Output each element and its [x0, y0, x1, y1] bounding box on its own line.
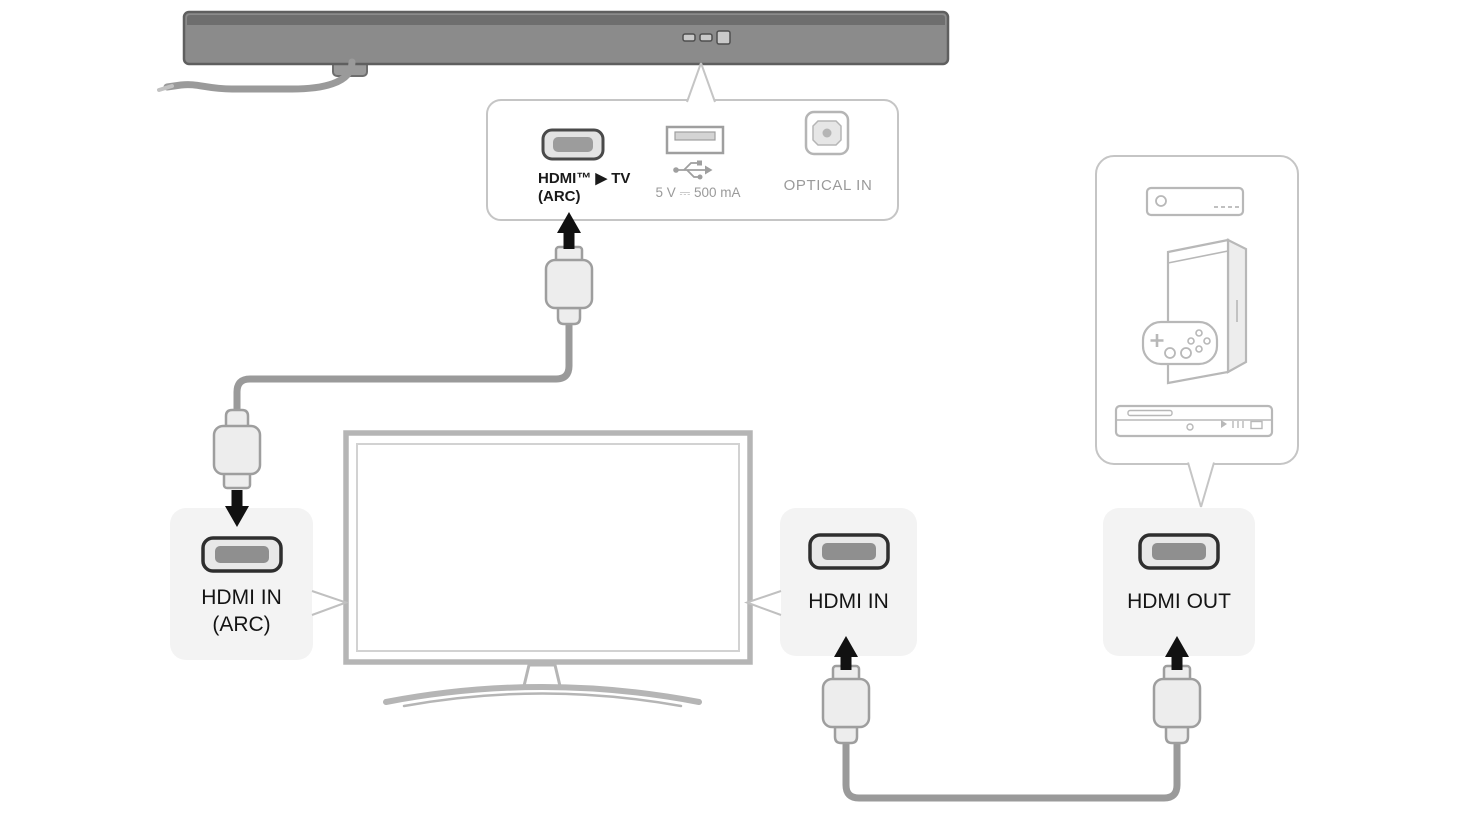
- callout-hdmi-label: HDMI™ ▶ TV (ARC): [538, 170, 668, 205]
- up-arrow-icon: [1165, 636, 1189, 670]
- soundbar: [182, 10, 950, 77]
- hdmi-plug-icon: [1152, 664, 1202, 745]
- source-hdmi-out-port-label: HDMI OUT: [1127, 590, 1231, 613]
- callout-optical-label: OPTICAL IN: [783, 177, 873, 194]
- hdmi-connector-icon: [808, 533, 890, 570]
- callout-hdmi-label-line1: HDMI™ ▶ TV: [538, 170, 631, 187]
- set-top-box-icon: [1145, 186, 1245, 217]
- soundbar-rear-ports: [682, 30, 731, 45]
- callout-usb-label: 5 V ⎓ 500 mA: [655, 185, 741, 200]
- hdmi-cable: [233, 318, 573, 414]
- source-hdmi-out-port-panel: [1103, 508, 1255, 656]
- hdmi-connector-icon: [201, 536, 283, 573]
- hdmi-connector-icon: [1138, 533, 1220, 570]
- tv-hdmi-in-port-label: HDMI IN: [808, 590, 889, 613]
- hdmi-plug-icon: [821, 664, 871, 745]
- hdmi-plug-icon: [544, 245, 594, 326]
- up-arrow-icon: [557, 212, 581, 249]
- tv-icon: [343, 430, 753, 708]
- hdmi-plug-icon: [212, 408, 262, 490]
- tv-hdmi-in-port-panel: [743, 508, 917, 656]
- hdmi-cable: [842, 740, 1181, 802]
- tv-arc-port-label-line1: HDMI IN: [201, 586, 282, 609]
- usb-symbol-icon: [673, 160, 713, 180]
- tv-arc-port-label: HDMI IN (ARC): [170, 584, 313, 638]
- up-arrow-icon: [834, 636, 858, 670]
- down-arrow-icon: [225, 490, 249, 527]
- blu-ray-player-icon: [1114, 404, 1274, 438]
- usb-port-icon: [665, 125, 725, 155]
- optical-port-icon: [804, 110, 850, 156]
- callout-hdmi-label-line2: (ARC): [538, 187, 581, 205]
- hdmi-port-icon: [541, 128, 605, 161]
- game-console-icon: [1141, 238, 1248, 385]
- tv-arc-port-label-line2: (ARC): [212, 613, 271, 636]
- power-cable: [157, 58, 356, 93]
